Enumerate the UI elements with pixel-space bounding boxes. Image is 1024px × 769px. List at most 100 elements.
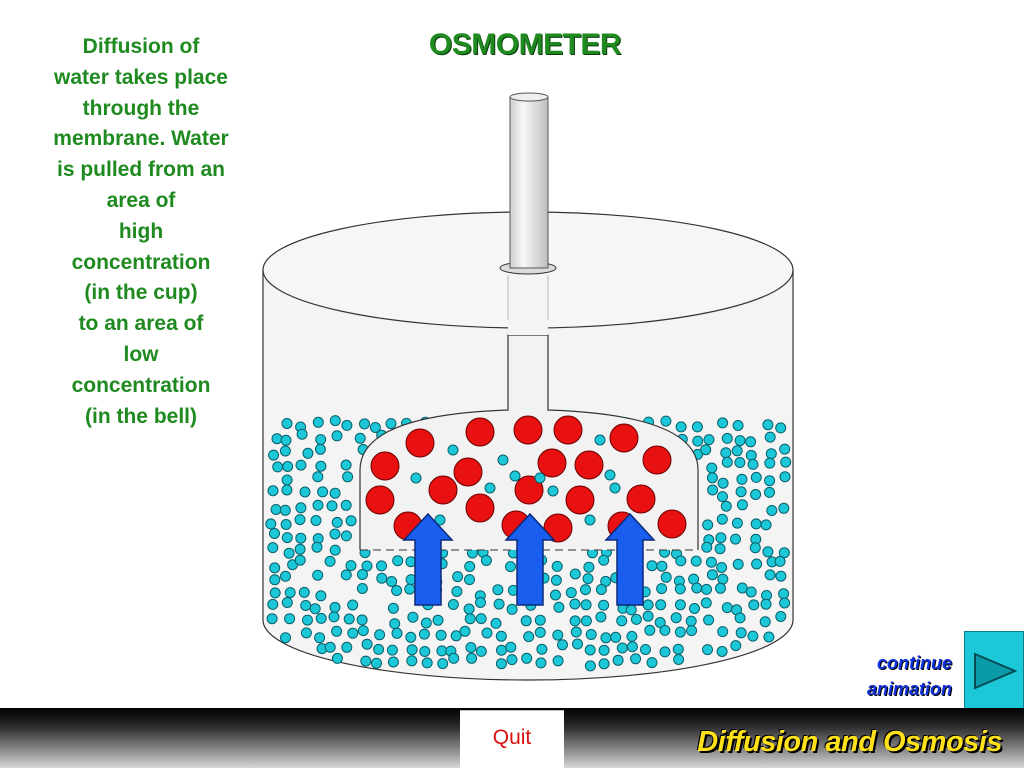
water-molecule <box>271 433 283 445</box>
water-molecule <box>702 644 713 656</box>
water-molecule <box>391 627 403 639</box>
water-molecule <box>630 653 642 665</box>
continue-animation-button[interactable] <box>964 631 1024 709</box>
water-molecule <box>480 555 492 566</box>
water-molecule <box>340 569 352 581</box>
water-molecule <box>580 599 592 611</box>
water-molecule <box>750 489 762 500</box>
water-molecule <box>331 625 343 637</box>
water-molecule <box>270 504 282 515</box>
water-molecule <box>294 514 306 526</box>
water-molecule <box>642 610 654 622</box>
water-molecule <box>284 613 296 625</box>
water-molecule <box>646 560 658 572</box>
water-molecule <box>616 642 628 654</box>
water-molecule <box>267 598 279 610</box>
water-molecule <box>780 456 792 468</box>
water-molecule <box>609 482 621 494</box>
water-molecule <box>464 574 475 586</box>
water-molecule <box>361 638 373 650</box>
water-molecule <box>686 625 698 637</box>
water-molecule <box>496 644 507 656</box>
water-molecule <box>706 462 718 474</box>
water-molecule <box>764 475 776 487</box>
description-line: concentration <box>71 250 211 274</box>
water-molecule <box>745 586 757 598</box>
solute-molecule <box>537 448 567 478</box>
water-molecule <box>312 416 324 428</box>
description-line: through the <box>82 96 200 120</box>
up-arrow-icon <box>604 512 656 606</box>
description-line: is pulled from an <box>56 158 226 182</box>
water-molecule <box>764 569 776 581</box>
water-molecule <box>361 560 373 572</box>
water-molecule <box>732 558 744 570</box>
footer-title: Diffusion and Osmosis <box>697 726 1002 758</box>
water-molecule <box>534 472 546 484</box>
description-line: water takes place <box>54 65 228 89</box>
water-molecule <box>691 582 703 594</box>
water-molecule <box>451 586 463 597</box>
water-molecule <box>329 528 341 540</box>
water-molecule <box>598 658 610 670</box>
water-molecule <box>343 613 355 625</box>
water-molecule <box>281 532 293 544</box>
water-molecule <box>721 456 733 468</box>
water-molecule <box>269 528 280 539</box>
water-molecule <box>326 500 338 512</box>
water-molecule <box>280 570 291 582</box>
water-molecule <box>357 569 368 580</box>
water-molecule <box>701 583 712 595</box>
solute-molecule <box>553 415 583 445</box>
water-molecule <box>674 599 686 611</box>
water-molecule <box>284 587 296 599</box>
water-molecule <box>672 643 684 655</box>
water-molecule <box>715 582 726 594</box>
water-molecule <box>294 554 306 566</box>
water-molecule <box>484 482 496 494</box>
water-molecule <box>644 624 656 636</box>
water-molecule <box>550 574 562 586</box>
water-molecule <box>717 491 728 503</box>
up-arrow-icon <box>402 512 454 606</box>
water-molecule <box>731 445 743 457</box>
water-molecule <box>280 434 292 446</box>
water-molecule <box>595 584 607 595</box>
water-molecule <box>654 617 666 628</box>
water-molecule <box>584 644 596 656</box>
water-molecule <box>717 477 729 489</box>
water-molecule <box>420 617 432 629</box>
water-molecule <box>706 472 718 484</box>
water-molecule <box>359 418 370 430</box>
water-molecule <box>314 443 326 455</box>
water-molecule <box>300 600 312 611</box>
quit-button[interactable]: Quit <box>460 710 564 769</box>
water-molecule <box>534 626 546 638</box>
solute-molecule <box>574 450 604 480</box>
water-molecule <box>312 499 324 511</box>
water-molecule <box>735 486 747 498</box>
water-molecule <box>450 630 462 642</box>
water-molecule <box>763 631 775 643</box>
solute-molecule <box>370 451 400 481</box>
water-molecule <box>389 618 401 630</box>
water-molecule <box>324 555 336 567</box>
water-molecule <box>459 625 471 637</box>
water-molecule <box>774 555 786 567</box>
water-molecule <box>570 626 582 638</box>
water-molecule <box>703 614 715 626</box>
water-molecule <box>716 562 728 573</box>
water-molecule <box>329 415 341 427</box>
water-molecule <box>734 612 746 624</box>
water-molecule <box>391 585 403 596</box>
water-molecule <box>448 652 460 664</box>
water-molecule <box>656 560 668 572</box>
continue-label-line: animation <box>866 679 952 699</box>
water-molecule <box>509 470 521 482</box>
water-molecule <box>536 643 548 655</box>
water-molecule <box>341 419 353 431</box>
water-molecule <box>269 574 281 586</box>
water-molecule <box>331 516 343 528</box>
water-molecule <box>690 555 702 567</box>
water-molecule <box>730 640 742 652</box>
